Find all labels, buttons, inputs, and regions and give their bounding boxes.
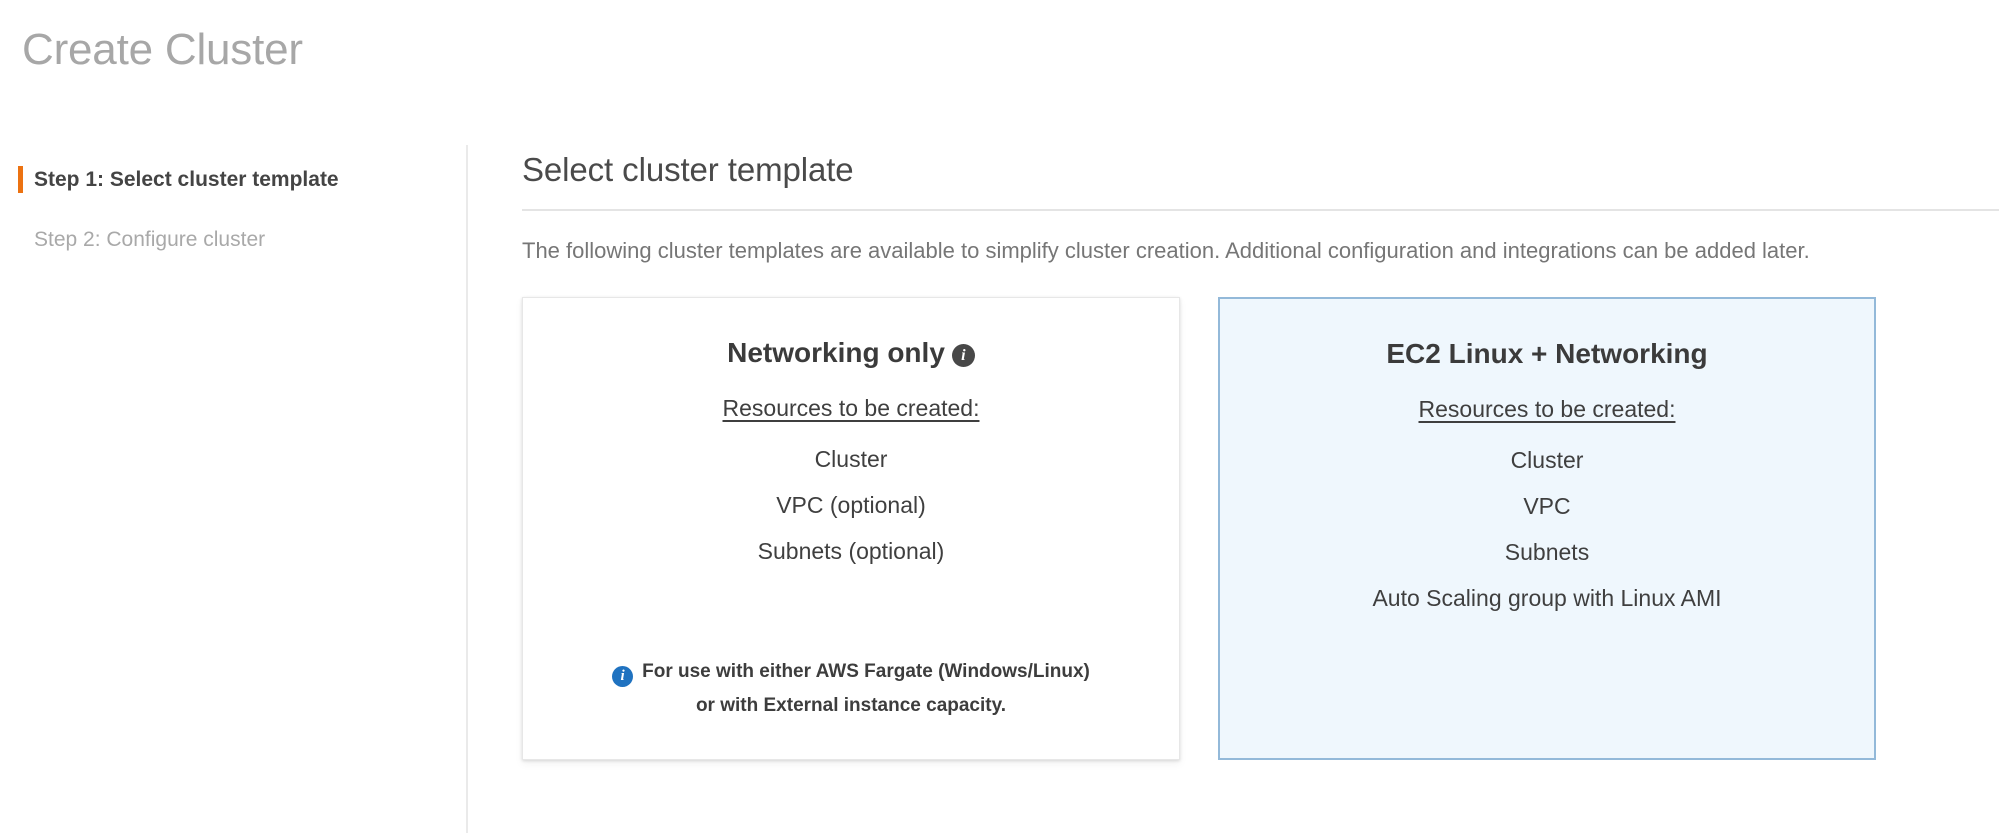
resource-list-item: Subnets [1504, 539, 1590, 565]
resource-list-item: Auto Scaling group with Linux AMI [1372, 585, 1722, 611]
template-card-title: EC2 Linux + Networking [1386, 338, 1708, 369]
template-card-title-text: Networking only [727, 337, 945, 368]
content-description: The following cluster templates are avai… [522, 238, 1810, 263]
template-card-resource-list: Cluster VPC (optional) Subnets (optional… [549, 436, 1153, 574]
template-card-note-line-2: or with External instance capacity. [695, 695, 1007, 716]
template-card-title: Networking only i [549, 332, 1153, 374]
template-card-resource-list: Cluster VPC Subnets Auto Scaling group w… [1246, 437, 1848, 621]
heading-divider [522, 209, 1999, 211]
template-card-subtitle: Resources to be created: [1418, 396, 1676, 422]
resource-list-item: Subnets (optional) [757, 538, 945, 564]
template-card-note-line-1: For use with either AWS Fargate (Windows… [642, 661, 1090, 682]
resource-list-item: VPC [1523, 493, 1571, 519]
template-card-subtitle: Resources to be created: [722, 395, 980, 421]
cluster-template-card-list: Networking only i Resources to be created… [522, 297, 1999, 760]
sidebar-step-1-label: Step 1: Select cluster template [34, 168, 339, 191]
page-title: Create Cluster [22, 25, 303, 74]
content-heading: Select cluster template [522, 151, 854, 188]
sidebar-step-2-label: Step 2: Configure cluster [34, 228, 266, 251]
template-card-note: i For use with either AWS Fargate (Window… [563, 655, 1139, 723]
sidebar-step-2[interactable]: Step 2: Configure cluster [0, 217, 466, 263]
resource-list-item: Cluster [814, 446, 888, 472]
info-icon[interactable]: i [951, 344, 975, 367]
resource-list-item: Cluster [1510, 447, 1584, 473]
template-card-networking-only[interactable]: Networking only i Resources to be created… [522, 297, 1180, 760]
wizard-step-sidebar: Step 1: Select cluster template Step 2: … [0, 145, 468, 833]
info-circle-icon: i [612, 666, 634, 687]
template-card-ec2-linux-networking[interactable]: EC2 Linux + Networking Resources to be c… [1218, 297, 1876, 760]
sidebar-step-1[interactable]: Step 1: Select cluster template [0, 157, 466, 203]
create-cluster-wizard: Step 1: Select cluster template Step 2: … [0, 145, 1999, 833]
resource-list-item: VPC (optional) [776, 492, 926, 518]
wizard-content-panel: Select cluster template The following cl… [468, 145, 1999, 833]
